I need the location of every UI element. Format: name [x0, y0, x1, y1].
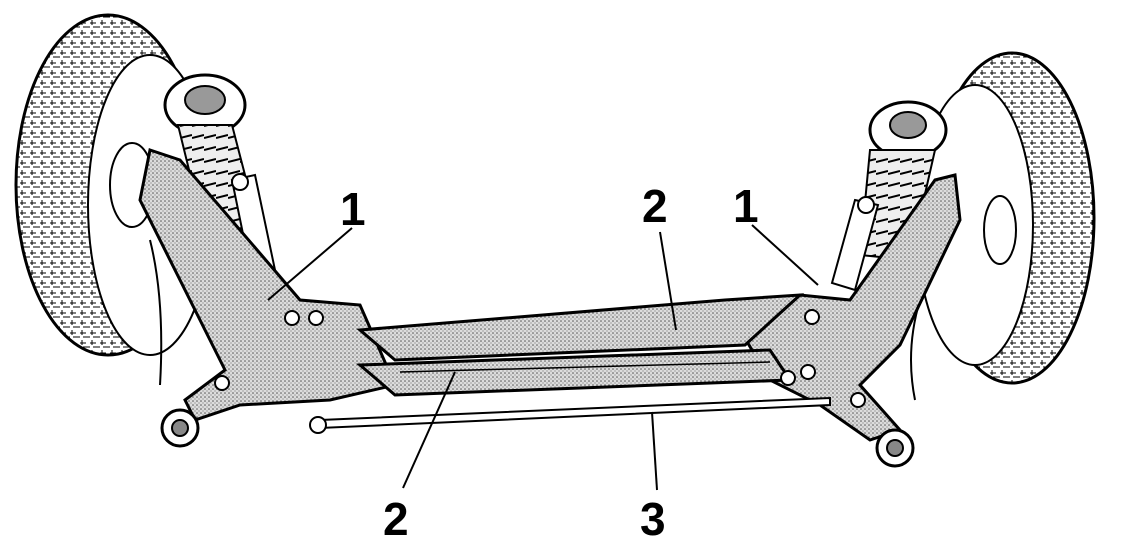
leader-c1-left: [267, 227, 353, 301]
callout-2-bottom: 2: [383, 493, 409, 544]
leader-c2-top: [659, 231, 677, 331]
left-trailing-arm: [138, 148, 398, 422]
callout-1-left: 1: [340, 183, 366, 235]
bushings: [160, 309, 915, 468]
rear-crossbar: [319, 396, 831, 430]
callout-2-top: 2: [642, 180, 668, 232]
leader-c1-right: [751, 224, 819, 286]
leader-c2-bottom: [402, 371, 456, 489]
right-wheel: [910, 51, 1096, 401]
upper-crossmember: [356, 293, 805, 362]
leader-lines: [267, 224, 819, 491]
left-strut: [163, 73, 277, 280]
callout-1-right: 1: [733, 180, 759, 232]
right-hub: [983, 195, 1017, 265]
left-brake-line: [149, 239, 163, 386]
crossbar-left-mount: [309, 416, 327, 434]
callout-3: 3: [640, 493, 666, 544]
leader-c3: [651, 411, 658, 491]
